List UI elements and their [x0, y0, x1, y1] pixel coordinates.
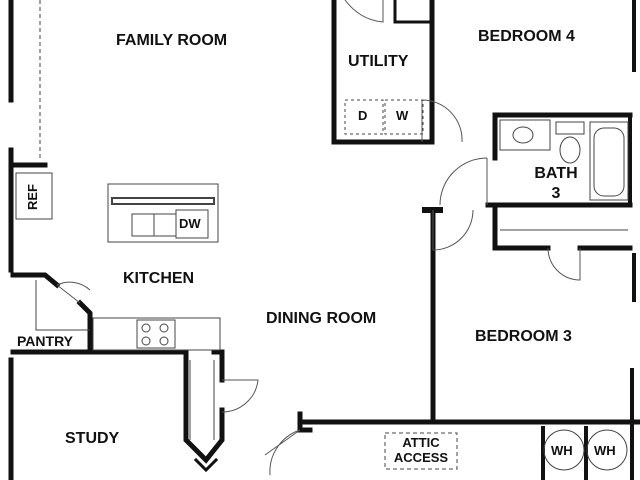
burner-1 [141, 323, 151, 333]
doors [56, 0, 581, 476]
label-water-heater-1: WH [551, 443, 573, 458]
walls [8, 0, 640, 480]
pantry-shelf [35, 280, 90, 331]
label-attic-access: ATTIC ACCESS [385, 436, 457, 464]
toilet-tank [555, 121, 585, 135]
bath-sink [512, 126, 534, 144]
label-pantry: PANTRY [17, 333, 73, 349]
water-heater-2 [586, 429, 628, 471]
water-heater-1 [543, 429, 585, 471]
wall-closet [492, 202, 551, 251]
bathtub [589, 121, 629, 201]
refrigerator [15, 172, 53, 220]
dryer [344, 99, 384, 135]
door-bedroom3 [432, 209, 474, 251]
door-utility [421, 99, 463, 143]
label-attic-access-line1: ATTIC [402, 435, 440, 450]
label-water-heater-2: WH [594, 443, 616, 458]
label-study: STUDY [65, 430, 120, 447]
burner-2 [159, 323, 169, 333]
cooktop [136, 319, 176, 349]
wall-wh [541, 426, 588, 480]
bathtub-inner [593, 127, 625, 197]
label-family-room: FAMILY ROOM [116, 32, 228, 49]
burner-3 [141, 336, 151, 346]
label-utility: UTILITY [348, 53, 409, 70]
island-counter [111, 197, 215, 205]
label-dining-room: DINING ROOM [266, 310, 377, 327]
door-bath [439, 157, 488, 206]
attic-access-box [384, 432, 458, 470]
fixtures-lines [15, 0, 629, 471]
label-bedroom-3: BEDROOM 3 [475, 328, 572, 345]
dishwasher [175, 209, 209, 239]
label-attic-access-line2: ACCESS [393, 450, 449, 465]
label-dishwasher: DW [179, 216, 201, 231]
wall-study-top-right [211, 349, 225, 383]
door-utility-top [344, 0, 384, 23]
toilet-bowl [559, 136, 581, 164]
label-bath-3-line1: BATH [534, 165, 578, 182]
label-bath-3: BATH 3 [524, 166, 588, 202]
door-study-closet [221, 379, 259, 413]
counter-lower [92, 317, 221, 351]
kitchen-island [107, 183, 219, 243]
sink-right [153, 213, 177, 237]
label-refrigerator: REF [25, 184, 40, 210]
door-entry [264, 429, 301, 476]
label-bath-3-line2: 3 [551, 185, 561, 202]
wall-pantry [10, 272, 61, 289]
wall-utility-inner [393, 0, 434, 24]
label-washer: W [396, 108, 409, 123]
washer [384, 99, 424, 135]
door-pantry [56, 281, 91, 304]
wall-pantry-right [76, 299, 93, 355]
hall-column [189, 360, 215, 440]
burner-4 [159, 336, 169, 346]
wall-utility [331, 0, 435, 145]
label-kitchen: KITCHEN [123, 270, 195, 287]
bath-sink-counter [499, 119, 551, 151]
wall-study-notch [193, 457, 219, 473]
label-dryer: D [358, 108, 368, 123]
door-closet [547, 247, 581, 281]
sink-left [131, 213, 155, 237]
label-bedroom-4: BEDROOM 4 [478, 28, 575, 45]
wall-study-right [183, 349, 225, 464]
